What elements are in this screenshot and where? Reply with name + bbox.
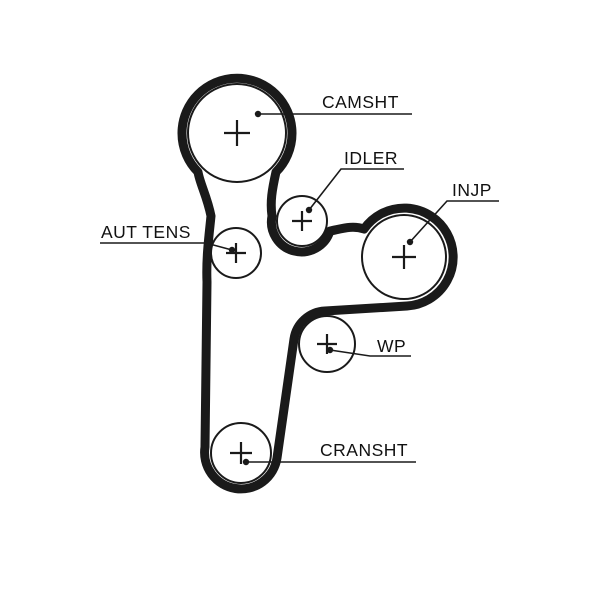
camsht-leader-dot <box>254 110 262 118</box>
cransht-label: CRANSHT <box>320 440 408 460</box>
injp-leader-line <box>409 200 499 243</box>
cransht-center-cross-icon <box>230 442 252 464</box>
camsht-label: CAMSHT <box>322 92 399 112</box>
injp-center-cross-icon <box>392 245 416 269</box>
aut-tens-leader-line <box>100 242 233 251</box>
idler-center-cross-icon <box>292 211 312 231</box>
aut-tens-leader-dot <box>228 246 236 254</box>
idler-leader-dot <box>305 206 313 214</box>
timing-belt <box>177 73 458 494</box>
aut-tens-label: AUT TENS <box>101 222 191 242</box>
camsht-center-cross-icon <box>224 120 250 146</box>
idler-label: IDLER <box>344 148 398 168</box>
injp-label: INJP <box>452 180 492 200</box>
cransht-leader-dot <box>242 458 250 466</box>
wp-label: WP <box>377 336 406 356</box>
aut-tens-center-cross-icon <box>226 243 246 263</box>
injp-leader-dot <box>406 238 414 246</box>
wp-leader-line <box>329 349 411 357</box>
wp-leader-dot <box>326 346 334 354</box>
idler-leader-line <box>308 168 404 211</box>
